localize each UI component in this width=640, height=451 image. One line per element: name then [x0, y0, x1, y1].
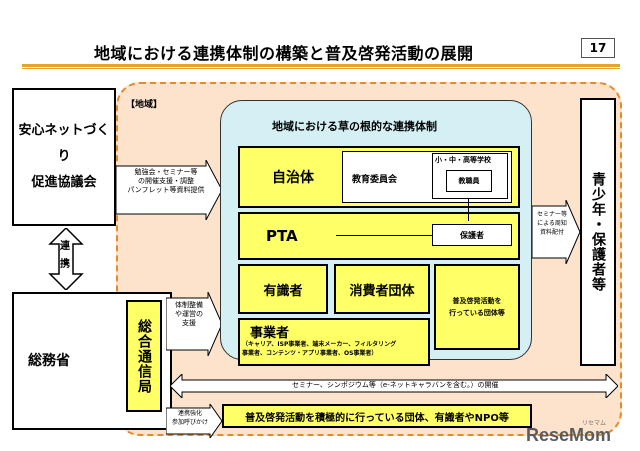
business-label: 事業者 [250, 326, 290, 341]
business-detail: （キャリア、ISP事業者、端末メーカー、フィルタリング 事業者、コンテンツ・アプ… [242, 341, 397, 357]
page-title: 地域における連携体制の構築と普及啓発活動の展開 [94, 44, 474, 63]
header: 地域における連携体制の構築と普及啓発活動の展開 17 [0, 0, 640, 72]
center-title: 地域における草の根的な連携体制 [272, 120, 437, 133]
region-label: 【地域】 [126, 100, 163, 110]
cooperation-arrow [166, 404, 222, 438]
experts-box: 有識者 [238, 264, 328, 314]
brand-logo: リセマム ReseMom [526, 418, 636, 448]
bottom-group-label: 普及啓発活動を積極的に行っている団体、有識者やNPO等 [245, 412, 509, 424]
bottom-group-box: 普及啓発活動を積極的に行っている団体、有識者やNPO等 [222, 404, 532, 428]
consumer-box: 消費者団体 [334, 264, 430, 314]
brand-text: ReseMom [526, 425, 612, 445]
page-number: 17 [581, 38, 615, 58]
teacher-label: 教職員 [458, 177, 480, 185]
seminar-right-arrow [532, 200, 580, 264]
guardian-label: 保護者 [460, 230, 484, 240]
teacher-box: 教職員 [446, 170, 492, 192]
ministry-label: 総務省 [28, 353, 70, 369]
experts-label: 有識者 [263, 283, 303, 299]
bureau-box: 総合通信局 [126, 300, 162, 412]
study-note: 勉強会・セミナー等 の開催支援・調整 パンフレット等資料提供 [127, 168, 205, 194]
seminar-bottom-note: セミナー、シンポジウム等（e-ネットキャラバンを含む。）の開催 [292, 381, 499, 389]
study-arrow [116, 160, 223, 220]
system-arrow [166, 292, 222, 356]
school-label: 小・中・高等学校 [435, 156, 491, 164]
system-note: 体制整備 や運営の 支援 [175, 301, 203, 327]
header-divider [22, 64, 620, 67]
awareness-group-box: 普及啓発活動を 行っている団体等 [434, 264, 520, 350]
business-box [238, 318, 430, 366]
cooperation-note: 連携強化 参加呼びかけ [171, 410, 208, 426]
consumer-label: 消費者団体 [349, 283, 415, 299]
brand-sub: リセマム [582, 420, 607, 427]
guardian-link-line [468, 199, 469, 221]
pta-guardian-line [336, 235, 432, 236]
seminar-right-note: セミナー等 による周知 資料配付 [536, 211, 567, 236]
renkei-label: 連 携 [60, 241, 70, 270]
target-label: 青少年・保護者等 [590, 172, 606, 292]
awareness-group-label: 普及啓発活動を 行っている団体等 [449, 297, 505, 317]
guardian-box: 保護者 [432, 224, 512, 246]
bureau-label: 総合通信局 [136, 318, 152, 394]
seminar-bottom-arrow [170, 374, 618, 398]
header-divider-thin [22, 68, 620, 69]
board-label: 教育委員会 [352, 175, 398, 185]
council-box: 安心ネットづくり 促進協議会 [12, 88, 116, 226]
target-box: 青少年・保護者等 [580, 98, 616, 366]
renkei-arrow [48, 228, 84, 290]
council-label: 安心ネットづくり 促進協議会 [18, 123, 110, 190]
pta-label: PTA [266, 227, 298, 245]
local-gov-label: 自治体 [272, 170, 314, 186]
